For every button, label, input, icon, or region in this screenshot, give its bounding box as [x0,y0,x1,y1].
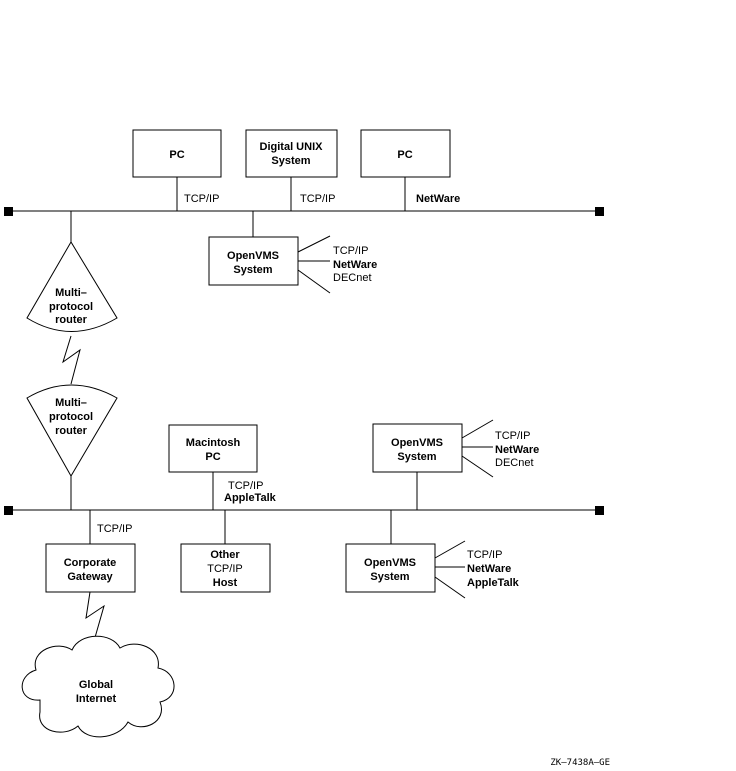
openvms-top-box [208,236,299,286]
corporate-gateway-label-1: Corporate [64,557,117,569]
openvms-top-proto-line-1 [297,235,331,253]
top-router-label-2: protocol [49,301,93,313]
other-host-label-2: TCP/IP [207,563,242,575]
openvms-lower-proto-line-3 [434,576,466,599]
macintosh-pc-label-2: PC [205,451,220,463]
top-router-label-3: router [55,314,88,326]
top-bus-terminator-left [4,207,13,216]
macintosh-pc-protocol-1: TCP/IP [228,480,263,492]
openvms-lower-label-1: OpenVMS [364,557,416,569]
openvms-lower-box [345,543,436,593]
openvms-top-protocol-1: TCP/IP [333,245,368,257]
cloud-label-2: Internet [76,693,117,705]
macintosh-pc-protocol-2: AppleTalk [224,492,277,504]
other-host-box [180,543,271,593]
gateway-internet-link [85,591,105,642]
global-internet-cloud [21,635,175,738]
openvms-upper-proto-line-1 [461,419,494,439]
openvms-lower-proto-line-1 [434,540,466,559]
pc-left-protocol: TCP/IP [184,193,219,205]
openvms-upper-label-1: OpenVMS [391,437,443,449]
macintosh-pc-label-1: Macintosh [186,437,241,449]
openvms-upper-label-2: System [397,451,436,463]
other-host-label-1: Other [210,549,240,561]
openvms-top-protocol-3: DECnet [333,272,372,284]
openvms-upper-proto-line-3 [461,455,494,478]
openvms-upper-protocol-3: DECnet [495,457,534,469]
openvms-top-label-2: System [233,264,272,276]
top-router-label-1: Multi– [55,287,87,299]
unix-system-label-1: Digital UNIX [260,141,324,153]
top-bus-terminator-right [595,207,604,216]
bottom-router-label-3: router [55,425,88,437]
top-router-shape [26,241,118,332]
bottom-router-shape [26,384,118,478]
pc-left-label: PC [169,149,184,161]
cloud-label-1: Global [79,679,113,691]
gateway-protocol: TCP/IP [97,523,132,535]
openvms-top-proto-line-3 [297,269,331,294]
pc-right-box [360,129,451,178]
router-serial-link [62,335,81,385]
corporate-gateway-box [45,543,136,593]
unix-system-box [245,129,338,178]
openvms-upper-box [372,423,463,473]
openvms-lower-protocol-2: NetWare [467,563,511,575]
other-host-label-3: Host [213,577,238,589]
pc-right-label: PC [397,149,412,161]
bottom-router-label-1: Multi– [55,397,87,409]
bottom-bus-terminator-right [595,506,604,515]
corporate-gateway-label-2: Gateway [67,571,113,583]
openvms-upper-protocol-1: TCP/IP [495,430,530,442]
figure-id: ZK–7438A–GE [550,758,610,768]
openvms-top-label-1: OpenVMS [227,250,279,262]
bottom-router-label-2: protocol [49,411,93,423]
pc-right-protocol: NetWare [416,193,460,205]
openvms-lower-protocol-1: TCP/IP [467,549,502,561]
openvms-top-protocol-2: NetWare [333,259,377,271]
openvms-lower-label-2: System [370,571,409,583]
openvms-lower-protocol-3: AppleTalk [467,577,520,589]
unix-system-label-2: System [271,155,310,167]
unix-system-protocol: TCP/IP [300,193,335,205]
openvms-upper-protocol-2: NetWare [495,444,539,456]
bottom-bus-terminator-left [4,506,13,515]
